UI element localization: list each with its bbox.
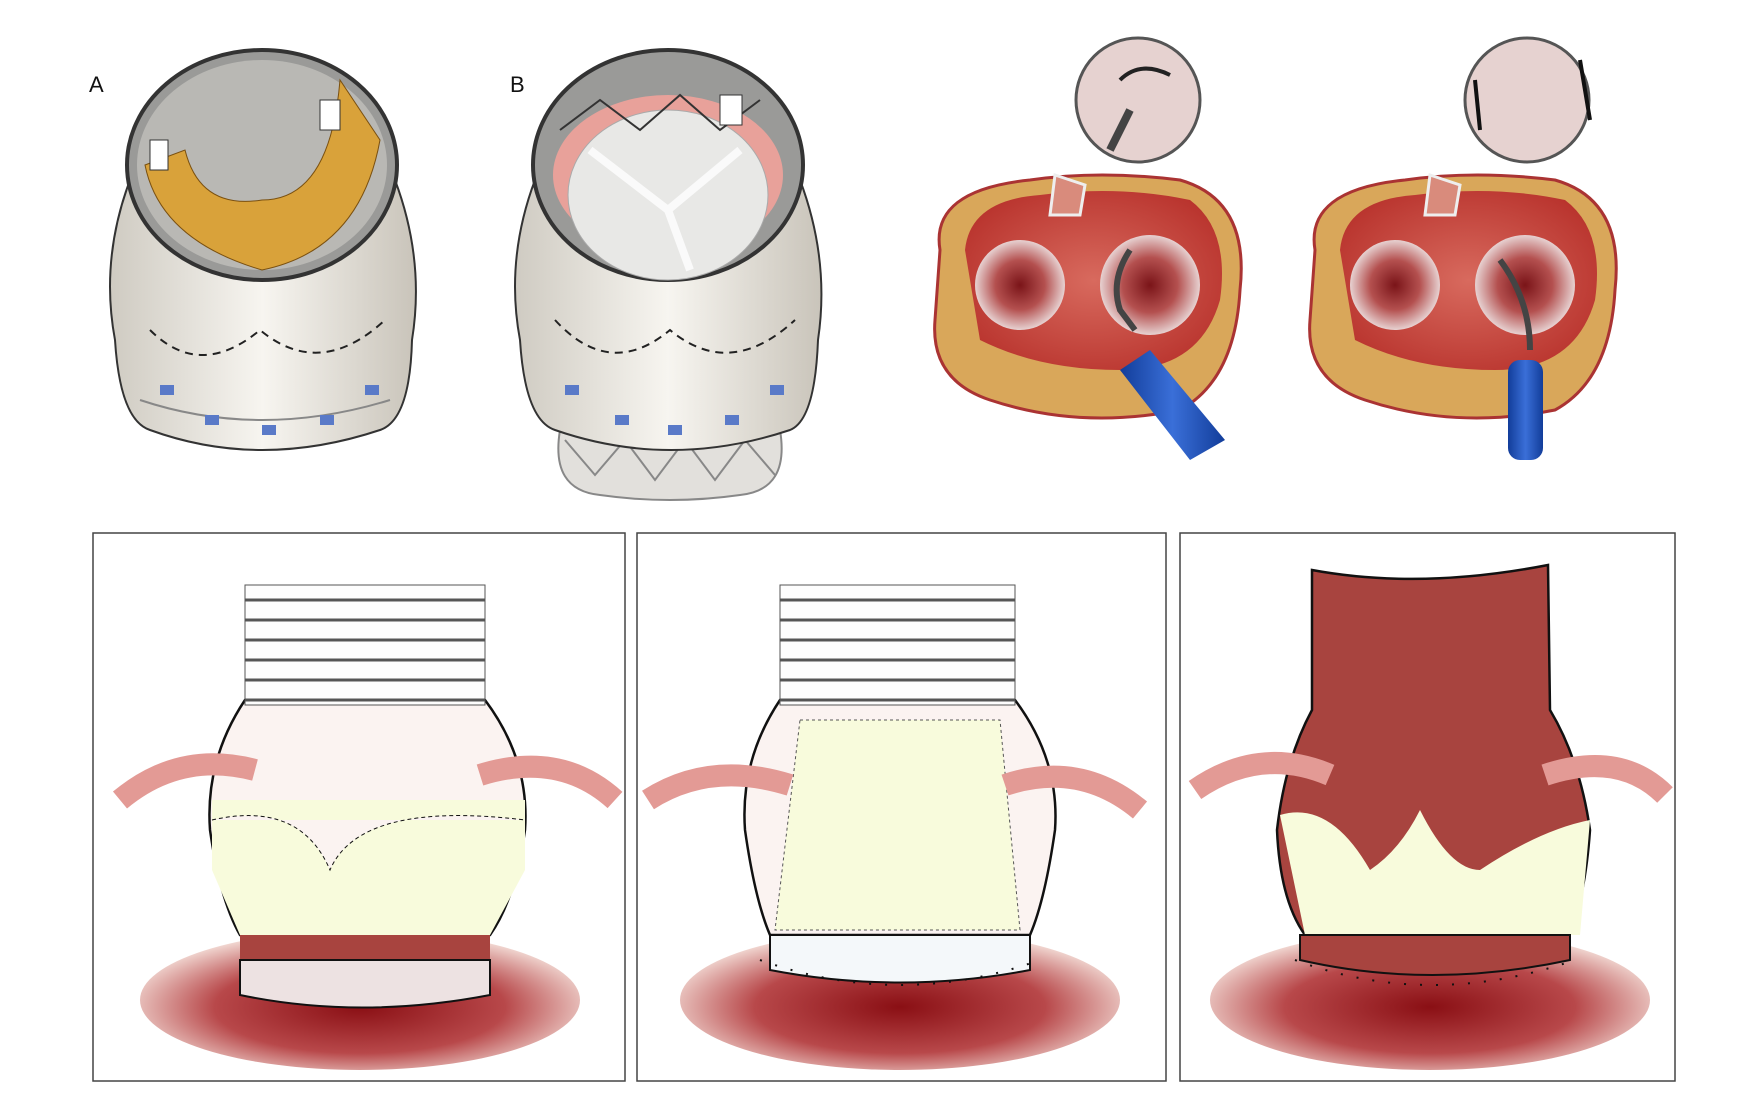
panel-1 xyxy=(92,532,626,1082)
panel-2 xyxy=(636,532,1167,1082)
graft-device-a xyxy=(109,48,417,451)
heart-cross-section-2 xyxy=(1308,36,1618,460)
panel-label-a: A xyxy=(89,72,104,97)
heart-cross-section-1 xyxy=(933,36,1243,460)
graft-device-b xyxy=(514,48,823,501)
panel-label-b: B xyxy=(510,72,525,97)
panel-3 xyxy=(1179,532,1676,1082)
